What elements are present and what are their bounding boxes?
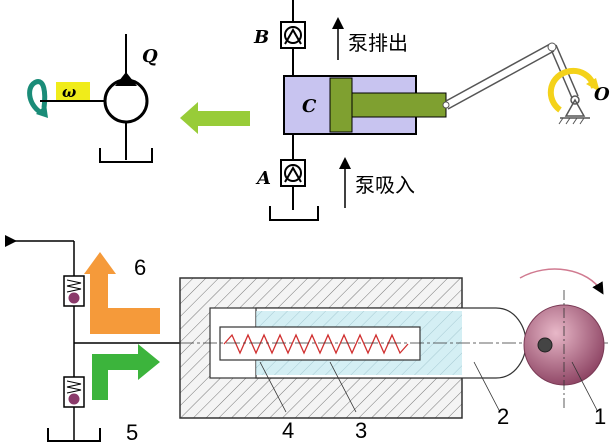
- flow-arrow-green: [92, 344, 160, 400]
- label-c: C: [302, 96, 317, 117]
- omega-box: [56, 82, 90, 100]
- rotation-arrow-omega: [27, 79, 48, 115]
- label-6: 6: [134, 255, 146, 280]
- label-b: B: [253, 27, 269, 48]
- label-2: 2: [497, 404, 509, 429]
- label-3: 3: [355, 418, 367, 443]
- spring: [223, 333, 409, 355]
- cam-shaft: [537, 337, 553, 353]
- pump-suction-label: 泵吸入: [355, 173, 415, 197]
- pump-symbol: ω Q: [27, 34, 158, 163]
- pump-discharge-label: 泵排出: [348, 31, 408, 55]
- label-a: A: [255, 168, 271, 189]
- crank-linkage: O: [442, 42, 610, 125]
- flow-arrow-left: [180, 102, 250, 134]
- label-4: 4: [282, 418, 294, 443]
- piston-cylinder: B 泵排出 C A 泵吸入: [253, 0, 447, 221]
- flow-arrow-orange: [84, 252, 160, 334]
- piston-rod: [351, 92, 447, 118]
- label-5: 5: [126, 420, 138, 445]
- omega-label: ω: [62, 83, 76, 101]
- q-label: Q: [142, 46, 158, 67]
- label-1: 1: [594, 404, 606, 429]
- pump-cross-section: 6 5 4 3 2 1: [5, 235, 610, 445]
- label-o: O: [594, 84, 610, 105]
- piston: [329, 77, 353, 133]
- rotation-arrow-crank: [548, 68, 597, 113]
- spring-chamber: [219, 326, 421, 361]
